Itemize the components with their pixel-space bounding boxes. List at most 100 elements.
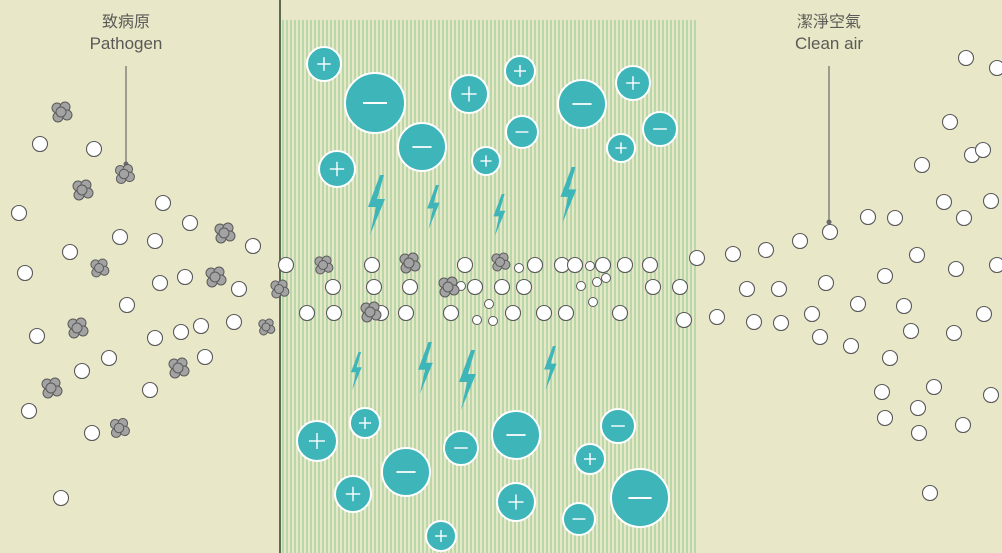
air-particle	[102, 351, 117, 366]
air-particle	[327, 306, 342, 321]
small-particle	[589, 298, 598, 307]
air-particle	[246, 239, 261, 254]
negative-ion	[492, 411, 540, 459]
small-particle	[489, 317, 498, 326]
air-particle	[174, 325, 189, 340]
air-particle	[990, 61, 1002, 76]
air-particle	[759, 243, 774, 258]
pathogen-cluster	[91, 259, 109, 277]
pathogen-cluster	[110, 419, 129, 438]
air-particle	[458, 258, 473, 273]
negative-ion	[345, 73, 405, 133]
air-particle	[984, 194, 999, 209]
air-particle	[537, 306, 552, 321]
air-particle	[399, 306, 414, 321]
air-particle	[861, 210, 876, 225]
air-particle	[403, 280, 418, 295]
air-particle	[883, 351, 898, 366]
pathogen-cluster	[68, 318, 88, 338]
air-particle	[87, 142, 102, 157]
pathogen-cluster	[215, 223, 235, 243]
air-particle	[85, 426, 100, 441]
air-particle	[596, 258, 611, 273]
air-particle	[468, 280, 483, 295]
small-particle	[485, 300, 494, 309]
pathogen-cluster	[206, 267, 226, 287]
small-particle	[473, 316, 482, 325]
positive-ion	[319, 151, 355, 187]
air-particle	[875, 385, 890, 400]
air-particle	[444, 306, 459, 321]
air-particle	[690, 251, 705, 266]
air-particle	[559, 306, 574, 321]
air-particle	[178, 270, 193, 285]
small-particle	[602, 274, 611, 283]
air-particle	[772, 282, 787, 297]
positive-ion	[335, 476, 371, 512]
air-particle	[12, 206, 27, 221]
pathogen-cluster	[400, 253, 420, 273]
positive-ion	[307, 47, 341, 81]
air-particle	[959, 51, 974, 66]
air-particle	[956, 418, 971, 433]
air-particle	[120, 298, 135, 313]
air-particle	[365, 258, 380, 273]
air-particle	[183, 216, 198, 231]
pathogen-cluster	[315, 256, 333, 274]
air-particle	[568, 258, 583, 273]
small-particle	[586, 262, 595, 271]
positive-ion	[497, 483, 535, 521]
air-particle	[63, 245, 78, 260]
negative-ion	[643, 112, 677, 146]
air-particle	[75, 364, 90, 379]
negative-ion	[558, 80, 606, 128]
pathogen-cluster	[52, 102, 72, 122]
air-particle	[613, 306, 628, 321]
air-particle	[528, 258, 543, 273]
air-particle	[976, 143, 991, 158]
air-particle	[143, 383, 158, 398]
pathogen-cluster	[271, 280, 289, 298]
air-particle	[194, 319, 209, 334]
air-particle	[897, 299, 912, 314]
air-particle	[517, 280, 532, 295]
small-particle	[593, 278, 602, 287]
air-particle	[54, 491, 69, 506]
air-particle	[300, 306, 315, 321]
negative-ion	[506, 116, 538, 148]
air-particle	[677, 313, 692, 328]
air-particle	[984, 388, 999, 403]
air-particle	[148, 234, 163, 249]
negative-ion	[563, 503, 595, 535]
air-particle	[148, 331, 163, 346]
air-particle	[506, 306, 521, 321]
air-particle	[646, 280, 661, 295]
positive-ion	[505, 56, 535, 86]
positive-ion	[350, 408, 380, 438]
air-particle	[793, 234, 808, 249]
air-particle	[326, 280, 341, 295]
air-particle	[805, 307, 820, 322]
air-particle	[904, 324, 919, 339]
air-particle	[279, 258, 294, 273]
air-particle	[18, 266, 33, 281]
air-particle	[643, 258, 658, 273]
air-particle	[30, 329, 45, 344]
lightning-bolt-icon	[427, 185, 439, 229]
air-particle	[740, 282, 755, 297]
negative-ion	[382, 448, 430, 496]
air-particle	[977, 307, 992, 322]
air-particle	[367, 280, 382, 295]
air-particle	[819, 276, 834, 291]
positive-ion	[607, 134, 635, 162]
negative-ion	[601, 409, 635, 443]
pathogen-cluster	[169, 358, 189, 378]
air-particle	[747, 315, 762, 330]
air-particle	[888, 211, 903, 226]
pathogen-cluster	[42, 378, 62, 398]
positive-ion	[575, 444, 605, 474]
clean-air-callout-dot	[827, 220, 832, 225]
air-particle	[947, 326, 962, 341]
air-particle	[911, 401, 926, 416]
air-particle	[673, 280, 688, 295]
